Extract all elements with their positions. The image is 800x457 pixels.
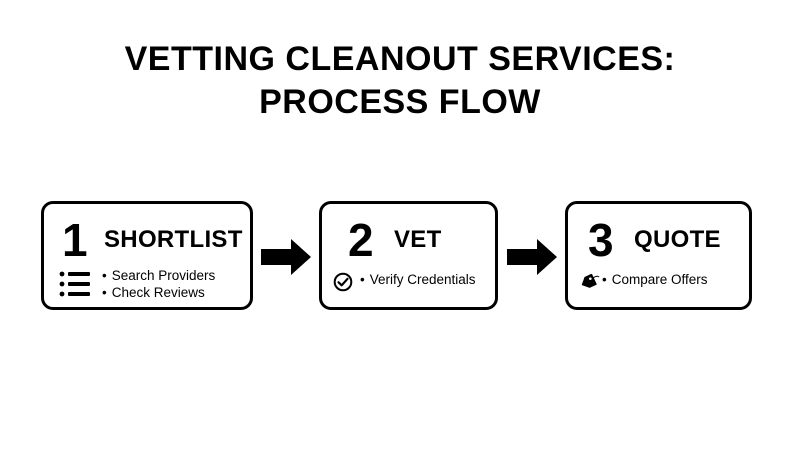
step-items: Search Providers Check Reviews (102, 267, 216, 301)
step-item: Compare Offers (602, 271, 708, 288)
step-quote-box: 3 QUOTE Compare Offers (565, 201, 752, 310)
check-circle-icon (333, 272, 353, 297)
step-item: Check Reviews (102, 284, 215, 301)
flow-arrow-icon (261, 239, 311, 280)
step-label: QUOTE (634, 226, 721, 253)
price-tag-icon (580, 273, 600, 295)
step-number: 2 (348, 214, 374, 266)
step-label: SHORTLIST (104, 226, 243, 253)
step-number: 3 (588, 214, 614, 266)
step-shortlist-box: 1 SHORTLIST Search Providers Check Revie… (41, 201, 253, 310)
step-label: VET (394, 226, 442, 253)
step-item: Search Providers (102, 267, 216, 284)
step-number: 1 (62, 214, 88, 266)
diagram-title: VETTING CLEANOUT SERVICES: PROCESS FLOW (0, 38, 800, 124)
title-line-2: PROCESS FLOW (259, 83, 541, 121)
title-line-1: VETTING CLEANOUT SERVICES: (124, 40, 676, 78)
list-icon (59, 270, 91, 303)
step-items: Compare Offers (602, 271, 708, 288)
flow-arrow-icon (507, 239, 557, 280)
step-item: Verify Credentials (360, 271, 476, 288)
step-items: Verify Credentials (360, 271, 476, 288)
step-vet-box: 2 VET Verify Credentials (319, 201, 498, 310)
